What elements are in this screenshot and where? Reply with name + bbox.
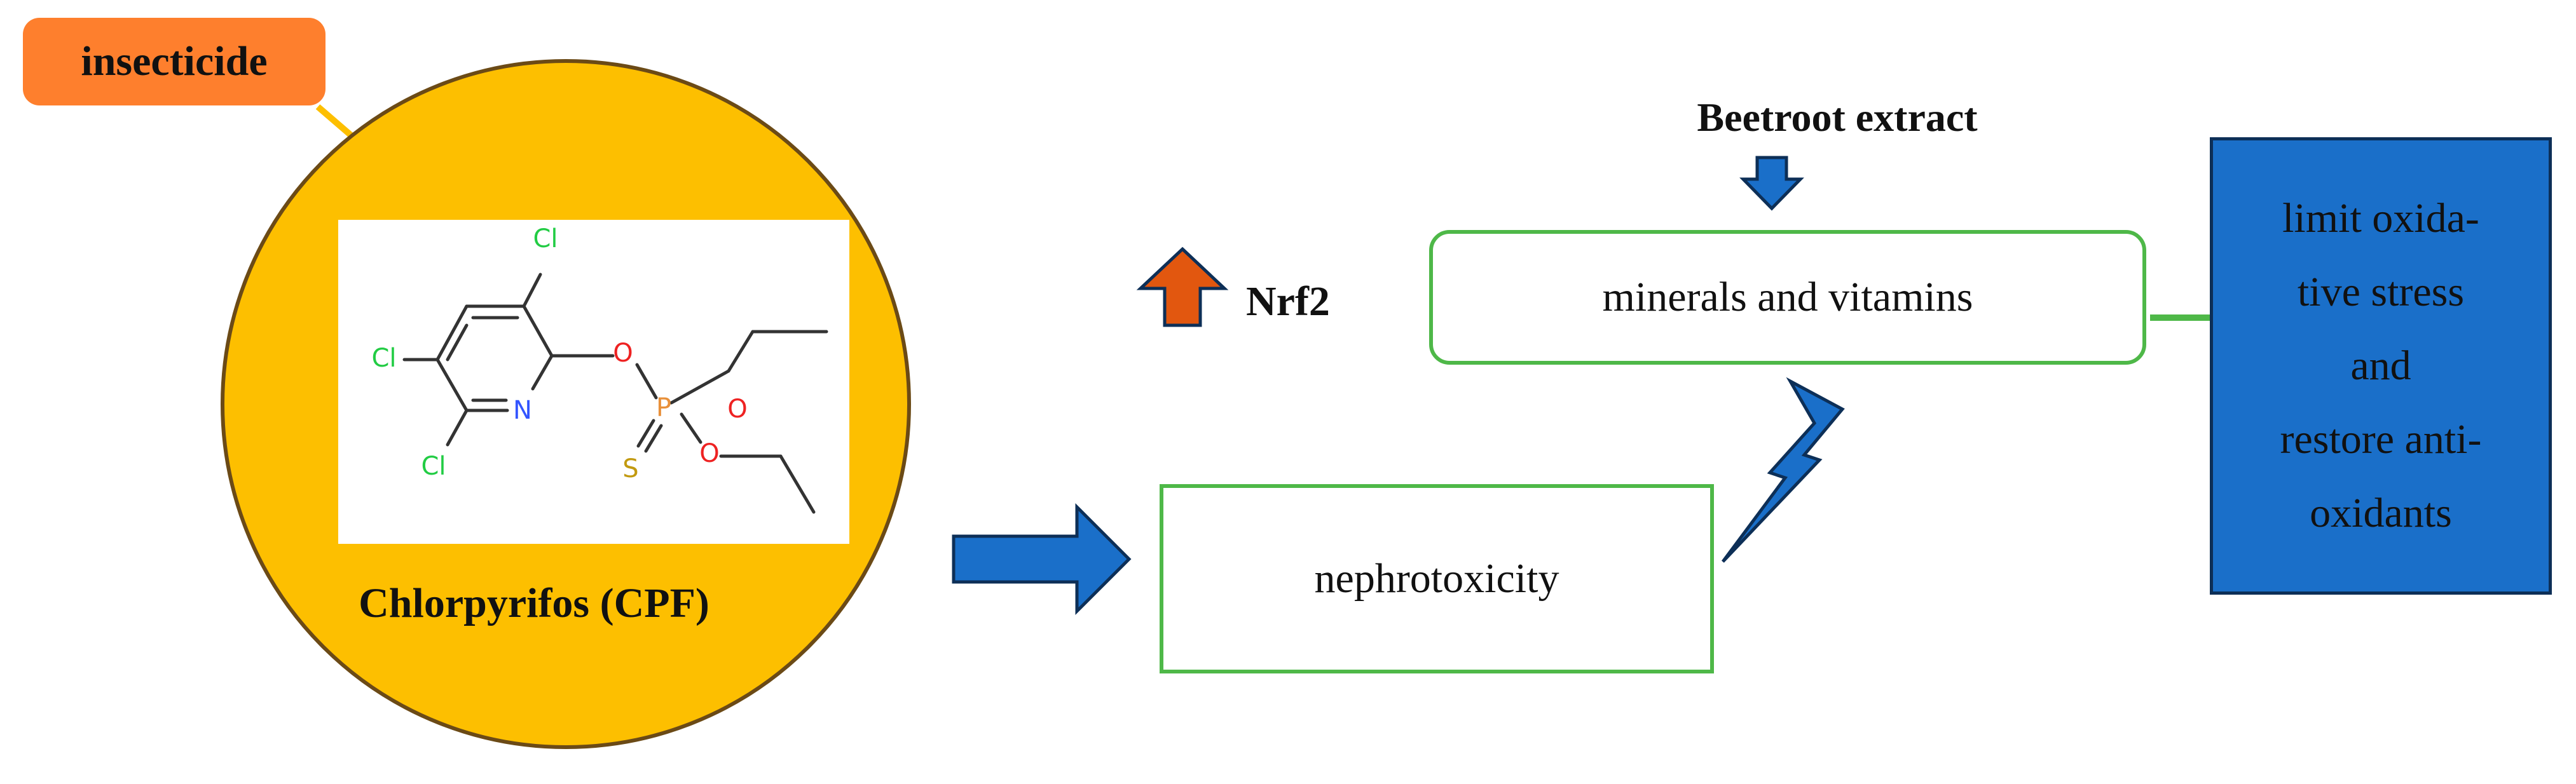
minerals-vitamins-box: minerals and vitamins: [1429, 230, 2146, 365]
beetroot-extract-label: Beetroot extract: [1615, 83, 2060, 152]
block-arrow-down-icon: [1739, 156, 1804, 211]
tag-connector-line: [315, 104, 357, 141]
insecticide-label: insecticide: [81, 38, 268, 84]
nrf2-label-text: Nrf2: [1246, 278, 1330, 325]
molecule-structure-panel: Cl Cl Cl N O P O O S: [338, 220, 849, 544]
outcome-box: limit oxida- tive stress and restore ant…: [2210, 137, 2552, 595]
nephrotoxicity-label: nephrotoxicity: [1314, 555, 1559, 602]
atom-p: P: [656, 393, 671, 422]
outcome-line: limit oxida-: [2282, 194, 2479, 241]
atom-cl-bottom: Cl: [421, 452, 446, 481]
atom-o-ethoxy-1: O: [727, 395, 747, 424]
insecticide-tag: insecticide: [23, 18, 325, 105]
outcome-line: and: [2350, 342, 2411, 389]
lightning-bolt-icon: [1721, 377, 1845, 563]
block-arrow-right-icon: [952, 503, 1132, 616]
atom-o-ethoxy-2: O: [699, 439, 719, 468]
atom-cl-left: Cl: [371, 344, 396, 373]
outcome-line: oxidants: [2310, 490, 2452, 537]
chlorpyrifos-structure: Cl Cl Cl N O P O O S: [371, 224, 828, 514]
chlorpyrifos-label-text: Chlorpyrifos (CPF): [359, 580, 709, 626]
chlorpyrifos-label: Chlorpyrifos (CPF): [292, 565, 776, 642]
atom-n: N: [513, 396, 532, 425]
atom-o-ring: O: [613, 339, 633, 368]
outcome-line: restore anti-: [2280, 416, 2482, 463]
outcome-line: tive stress: [2297, 268, 2465, 315]
atom-s: S: [622, 454, 638, 483]
atom-cl-top: Cl: [533, 224, 558, 253]
minerals-vitamins-label: minerals and vitamins: [1602, 274, 1973, 320]
nrf2-label: Nrf2: [1246, 267, 1411, 337]
beetroot-extract-label-text: Beetroot extract: [1697, 95, 1978, 140]
block-arrow-up-icon: [1136, 247, 1229, 327]
nephrotoxicity-box: nephrotoxicity: [1160, 484, 1714, 673]
